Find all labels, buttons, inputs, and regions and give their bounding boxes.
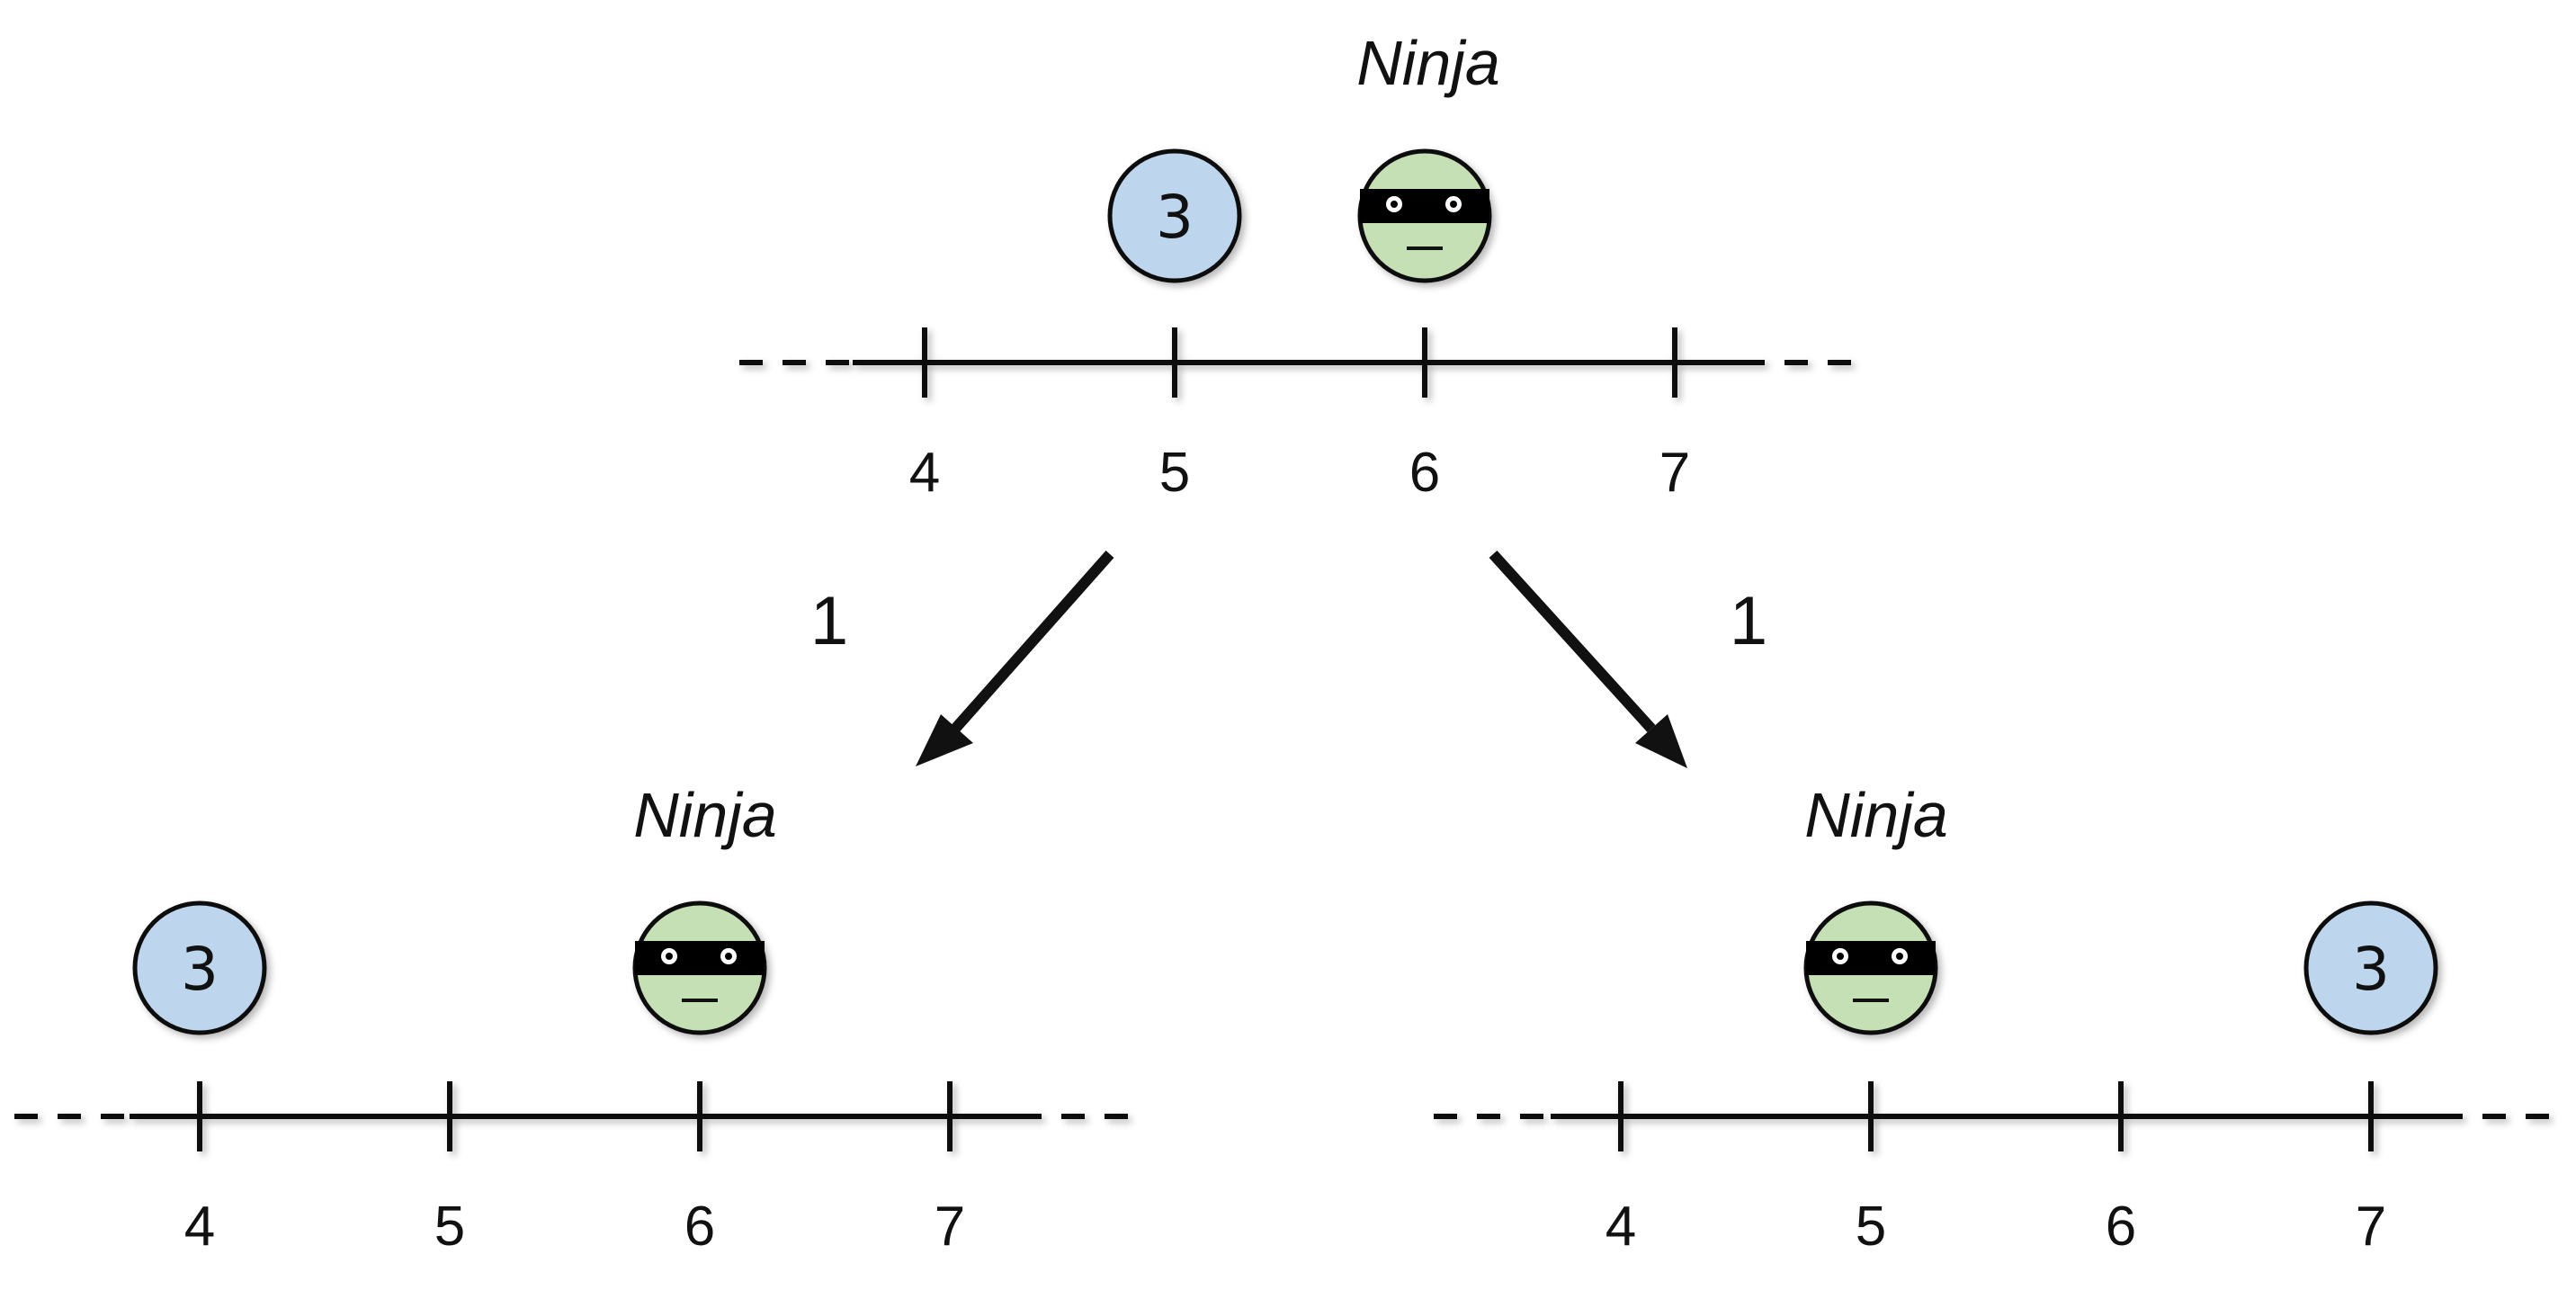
panel-top: Ninja 3 4 5 6 7 bbox=[739, 28, 1867, 504]
tick-label-7: 7 bbox=[935, 1196, 965, 1258]
ball-number: 3 bbox=[181, 935, 219, 1004]
ball-number: 3 bbox=[1156, 183, 1194, 252]
tick-label-7: 7 bbox=[1659, 442, 1690, 504]
number-line bbox=[739, 327, 1867, 398]
panel-bottom-right: Ninja 3 4 5 6 7 bbox=[1434, 780, 2563, 1258]
tick-label-4: 4 bbox=[184, 1196, 215, 1258]
tick-label-7: 7 bbox=[2356, 1196, 2386, 1258]
panel-bottom-left: Ninja 3 4 5 6 7 bbox=[14, 780, 1139, 1258]
tick-label-5: 5 bbox=[434, 1196, 465, 1258]
tick-label-4: 4 bbox=[1606, 1196, 1636, 1258]
ball-token bbox=[2303, 900, 2438, 1035]
transition-label-right: 1 bbox=[1730, 583, 1767, 659]
transition-label-left: 1 bbox=[810, 583, 848, 659]
tick-label-5: 5 bbox=[1856, 1196, 1886, 1258]
arrow-to-bottom-right bbox=[1489, 550, 1687, 768]
tick-label-6: 6 bbox=[1409, 442, 1440, 504]
ninja-label: Ninja bbox=[1804, 780, 1948, 850]
arrow-to-bottom-left bbox=[916, 551, 1114, 766]
ninja-label: Ninja bbox=[1356, 28, 1500, 98]
number-line bbox=[14, 1081, 1139, 1151]
tick-label-5: 5 bbox=[1159, 442, 1190, 504]
ninja-label: Ninja bbox=[633, 780, 777, 850]
ninja-face-icon bbox=[1357, 148, 1492, 283]
ball-token bbox=[1107, 148, 1242, 283]
tick-label-4: 4 bbox=[909, 442, 940, 504]
tick-label-6: 6 bbox=[2106, 1196, 2136, 1258]
ball-number: 3 bbox=[2352, 935, 2390, 1004]
tick-label-6: 6 bbox=[684, 1196, 715, 1258]
ball-token bbox=[132, 900, 267, 1035]
ninja-face-icon bbox=[1803, 900, 1938, 1035]
number-line bbox=[1434, 1081, 2563, 1151]
ninja-face-icon bbox=[632, 900, 767, 1035]
